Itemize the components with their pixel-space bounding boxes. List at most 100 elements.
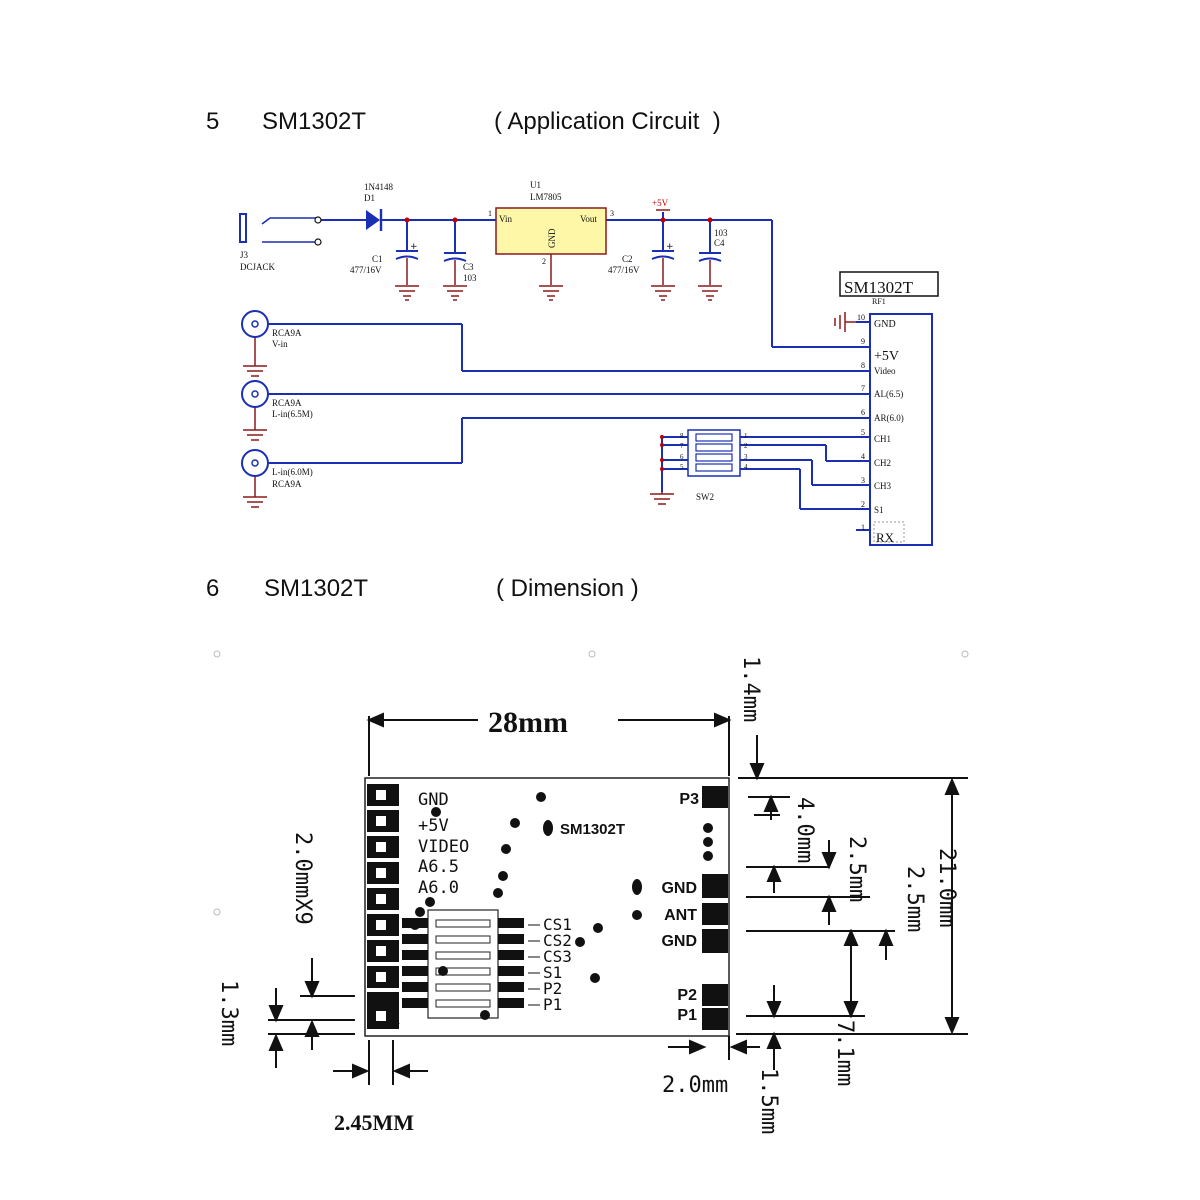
regulator-vin: Vin [499,214,512,224]
board-left-labels: GND +5V VIDEO A6.5 A6.0 [418,790,469,898]
dc-jack-symbol [239,213,322,246]
dim-gnd-offset-label: 2.5mm [902,866,927,932]
right-label-p2: P2 [677,987,697,1004]
svg-text:+: + [666,242,674,252]
board-label-5v: +5V [418,816,449,836]
sw-pin-3: 3 [744,453,748,461]
module-pin-gnd: GND [874,319,896,330]
c2-ref: C2 [622,254,633,264]
dim-height-label: 21.0mm [934,848,959,927]
right-label-ant: ANT [664,907,697,924]
dim-right-pin-spacing-label: 2.0mm [662,1073,728,1098]
module-pin-ch3: CH3 [874,481,892,491]
rca3-name: RCA9A [272,479,302,489]
diode-part: 1N4148 [364,182,393,192]
module-pin-num-7: 7 [861,384,865,393]
rca-connectors [241,310,269,477]
svg-text:+: + [410,242,418,252]
board-label-gnd: GND [418,790,449,810]
dim-pin-pitch-label: 2.0mmX9 [290,832,315,925]
dim-top-offset-label: 1.4mm [738,656,763,722]
schematic-wires [268,212,870,531]
dim-bottom-gap-label: 1.3mm [216,980,241,1046]
diode-ref: D1 [364,193,375,203]
sw-pin-4: 4 [744,463,748,471]
module-pin-num-1: 1 [861,523,865,532]
switch-label-p1: P1 [543,995,562,1014]
switch-label-cs1: CS1 [543,915,572,934]
module-pin-video: Video [874,366,896,376]
dim-gnd-p1-label: 7.1mm [832,1020,857,1086]
regulator-pin1: 1 [488,209,492,218]
rca2-signal: L-in(6.5M) [272,409,313,419]
c1-value: 477/16V [350,265,382,275]
regulator-pin3: 3 [610,209,614,218]
board-label-a65: A6.5 [418,857,459,877]
switch-label-p2: P2 [543,979,562,998]
regulator-vout: Vout [580,214,597,224]
dim-right-bottom-label: 1.5mm [756,1068,781,1134]
module-ref: RF1 [872,297,886,306]
section-5-title: ( Application Circuit ) [494,108,721,135]
section-6-title: ( Dimension ) [496,575,639,602]
rca3-signal: L-in(6.0M) [272,467,313,477]
dim-p3-gnd-label: 4.0mm [792,797,817,863]
capacitor-c4-symbol [698,252,722,285]
module-pin-num-6: 6 [861,408,865,417]
right-pin-labels: P3 GND ANT GND P2 P1 [661,791,699,1024]
module-pin-num-2: 2 [861,500,865,509]
regulator-gnd: GND [547,228,557,248]
module-pin-ch1: CH1 [874,434,891,444]
board-corner-mark: R [393,1014,400,1027]
section-6-model: SM1302T [264,575,369,602]
regulator-ref: U1 [530,180,541,190]
jack-ref: J3 [240,250,249,260]
lm7805-regulator [495,207,607,285]
board-label-a60: A6.0 [418,878,459,898]
module-pin-num-8: 8 [861,361,865,370]
dip-switch-sw2 [687,429,741,477]
board-switch [402,909,524,1019]
left-pad-holes [376,790,386,1021]
module-pin-num-5: 5 [861,428,865,437]
capacitor-c2-symbol: + [651,242,675,285]
switch-label-s1: S1 [543,963,562,982]
c2-value: 477/16V [608,265,640,275]
sw-pin-7: 7 [680,442,684,450]
sm1302t-module-symbol [839,271,939,546]
module-pin-ar: AR(6.0) [874,413,904,423]
module-pin-s1: S1 [874,505,884,515]
section-5-model: SM1302T [262,108,367,135]
ground-symbols [243,285,856,508]
regulator-pin2: 2 [542,257,546,266]
module-label: SM1302T [844,278,914,297]
application-circuit-schematic: J3 DCJACK 1N4148 D1 + C1 477/16V C3 103 … [239,180,939,546]
module-pin-num-3: 3 [861,476,865,485]
module-pin-rx: RX [876,530,895,545]
section-6-number: 6 [206,575,220,602]
sw-pin-2: 2 [744,442,748,450]
jack-name: DCJACK [240,262,276,272]
dim-gnd-gnd-label: 2.5mm [844,836,869,902]
sw-ref: SW2 [696,492,714,502]
section-5-number: 5 [206,108,220,135]
sw-pin-5: 5 [680,463,684,471]
frame-markers [213,650,969,916]
dimension-lines [268,712,968,1085]
sw-pin-8: 8 [680,432,684,440]
rca1-name: RCA9A [272,328,302,338]
board-model-label: SM1302T [560,821,625,838]
module-pin-al: AL(6.5) [874,389,903,399]
plus5v-label: +5V [652,198,669,208]
switch-label-cs2: CS2 [543,931,572,950]
capacitor-c3-symbol [443,252,467,285]
switch-pin-labels: CS1 CS2 CS3 S1 P2 P1 [528,915,572,1014]
dim-width-label: 28mm [488,706,568,739]
board-label-video: VIDEO [418,837,469,857]
right-label-gnd2: GND [661,933,697,950]
module-pin-num-4: 4 [861,452,865,461]
module-pin-num-9: 9 [861,337,865,346]
dim-left-margin-label: 2.45MM [334,1110,414,1135]
regulator-part: LM7805 [530,192,562,202]
right-label-p3: P3 [679,791,699,808]
